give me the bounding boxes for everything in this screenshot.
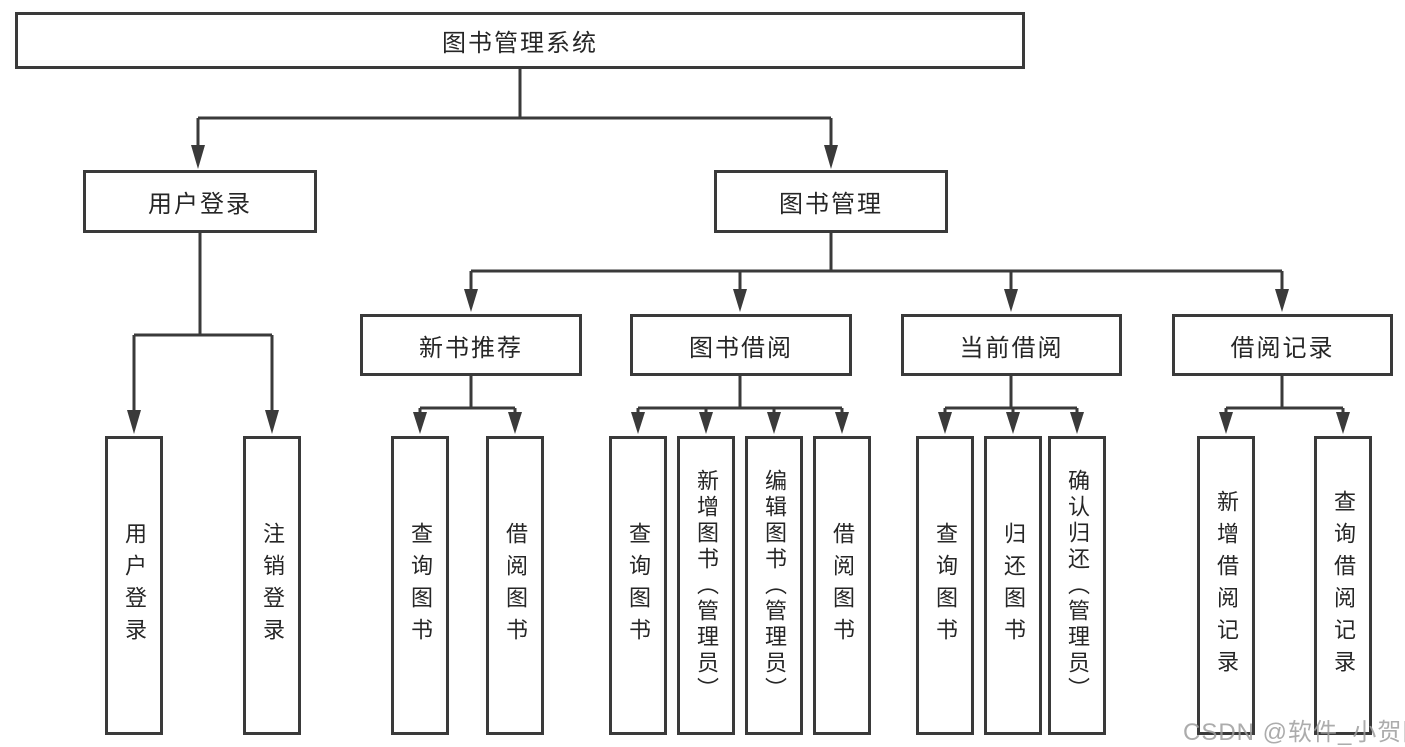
connector-borrow-records-group — [1219, 376, 1350, 434]
leaf-return-book: 归还图书 — [984, 436, 1042, 735]
node-new-book-recommendation: 新书推荐 — [360, 314, 582, 376]
node-label: 图书管理 — [779, 191, 883, 218]
leaf-label: 借阅图书 — [503, 521, 528, 650]
leaf-query-books-recommend: 查询图书 — [391, 436, 449, 735]
arrowhead — [699, 412, 713, 434]
arrowhead — [631, 412, 645, 434]
leaf-user-login: 用户登录 — [105, 436, 163, 735]
connector-book-borrow-group — [631, 376, 849, 434]
node-label: 当前借阅 — [959, 334, 1064, 362]
leaf-label: 查询借阅记录 — [1331, 489, 1356, 682]
connector-book-mgmt-to-level3 — [464, 233, 1289, 312]
arrowhead — [265, 410, 279, 434]
connector-new-book-group — [413, 376, 522, 434]
leaf-label: 查询图书 — [408, 521, 433, 650]
leaf-label: 查询图书 — [933, 521, 958, 650]
leaf-label: 注销登录 — [260, 521, 285, 650]
leaf-label: 编辑图书（管理员） — [762, 468, 787, 703]
connector-root-to-level2 — [191, 68, 838, 169]
arrowhead — [733, 289, 747, 312]
node-book-borrowing: 图书借阅 — [630, 314, 852, 376]
leaf-confirm-return-admin: 确认归还（管理员） — [1048, 436, 1106, 735]
arrowhead — [824, 145, 838, 169]
arrowhead — [1275, 289, 1289, 312]
leaf-label: 用户登录 — [122, 521, 147, 650]
arrowhead — [835, 412, 849, 434]
node-user-login: 用户登录 — [83, 170, 317, 233]
arrowhead — [938, 412, 952, 434]
arrowhead — [464, 289, 478, 312]
leaf-logout: 注销登录 — [243, 436, 301, 735]
node-book-management: 图书管理 — [714, 170, 948, 233]
node-label: 图书管理系统 — [442, 30, 598, 57]
arrowhead — [1070, 412, 1084, 434]
leaf-borrow-books-recommend: 借阅图书 — [486, 436, 544, 735]
leaf-query-books-current: 查询图书 — [916, 436, 974, 735]
node-label: 用户登录 — [148, 191, 252, 218]
arrowhead — [191, 145, 205, 169]
node-current-borrowing: 当前借阅 — [901, 314, 1122, 376]
leaf-label: 归还图书 — [1001, 521, 1026, 650]
arrowhead — [1006, 412, 1020, 434]
leaf-label: 确认归还（管理员） — [1065, 468, 1090, 703]
connector-user-login-group — [127, 233, 279, 434]
arrowhead — [1336, 412, 1350, 434]
leaf-edit-book-admin: 编辑图书（管理员） — [745, 436, 803, 735]
leaf-query-books-borrowing: 查询图书 — [609, 436, 667, 735]
arrowhead — [127, 410, 141, 434]
csdn-watermark: CSDN @软件_小贺同学 — [1183, 719, 1405, 746]
arrowhead — [508, 412, 522, 434]
leaf-label: 新增图书（管理员） — [694, 468, 719, 703]
leaf-query-borrow-record: 查询借阅记录 — [1314, 436, 1372, 735]
leaf-add-book-admin: 新增图书（管理员） — [677, 436, 735, 735]
arrowhead — [413, 412, 427, 434]
leaf-add-borrow-record: 新增借阅记录 — [1197, 436, 1255, 735]
leaf-label: 查询图书 — [626, 521, 651, 650]
node-label: 借阅记录 — [1230, 334, 1335, 362]
node-borrow-records: 借阅记录 — [1172, 314, 1393, 376]
node-library-system: 图书管理系统 — [15, 12, 1025, 69]
arrowhead — [1219, 412, 1233, 434]
connector-current-borrow-group — [938, 376, 1084, 434]
leaf-label: 借阅图书 — [830, 521, 855, 650]
arrowhead — [767, 412, 781, 434]
leaf-label: 新增借阅记录 — [1214, 489, 1239, 682]
leaf-borrow-books-borrowing: 借阅图书 — [813, 436, 871, 735]
arrowhead — [1004, 289, 1018, 312]
node-label: 图书借阅 — [689, 334, 793, 362]
node-label: 新书推荐 — [419, 334, 523, 362]
